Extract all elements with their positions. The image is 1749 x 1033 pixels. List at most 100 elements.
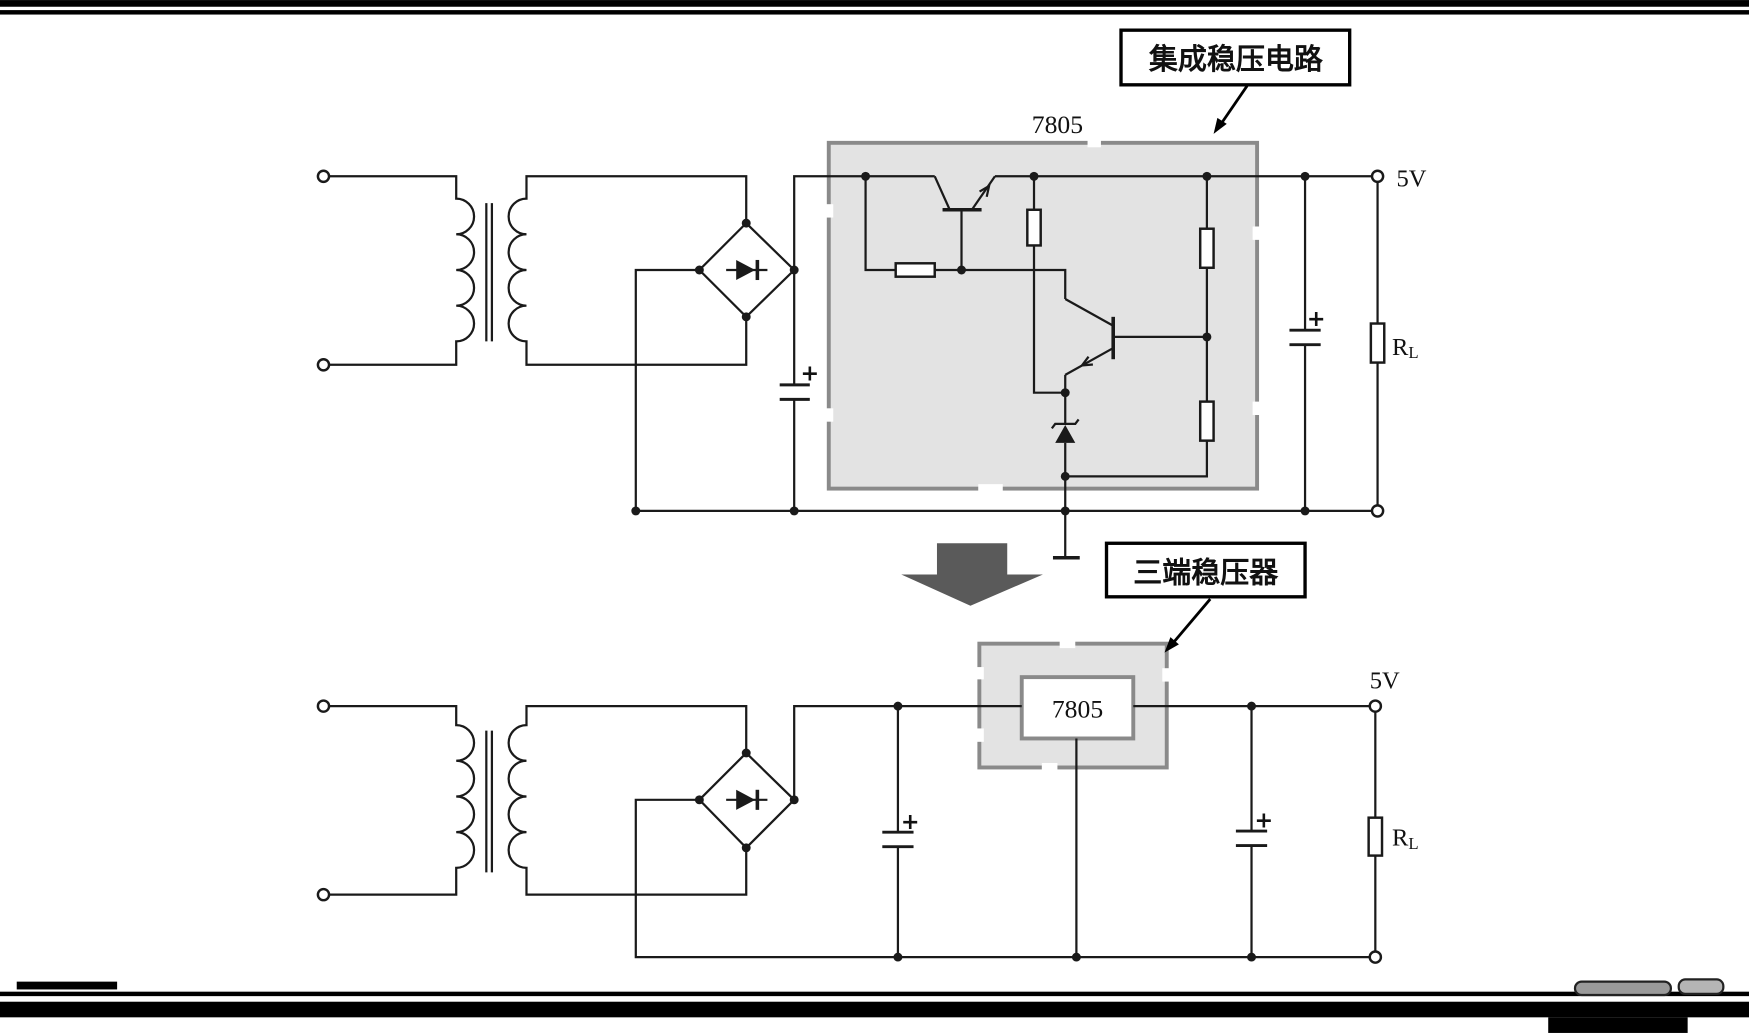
junction-dot: [1300, 506, 1310, 516]
output-voltage-label: 5V: [1397, 165, 1427, 192]
capacitor-polarity-mark: +: [901, 809, 920, 835]
output-voltage-label: 5V: [1370, 667, 1400, 694]
scan-artifact-left: [1573, 980, 1673, 997]
emitter-arrow-icon: [979, 183, 991, 198]
input-capacitor-top: +: [779, 360, 819, 401]
junction-dot: [789, 506, 799, 516]
load-resistor-label: RL: [1392, 334, 1419, 362]
top-border-thick: [0, 0, 1749, 7]
secondary-winding: [507, 705, 748, 896]
box-border-gap: [824, 204, 834, 218]
callout-three-terminal-regulator: 三端稳压器: [1104, 541, 1307, 653]
output-terminal: [1370, 504, 1385, 518]
top-circuit: 7805: [316, 28, 1427, 560]
scan-artifact-right: [1677, 978, 1725, 996]
load-resistor-top: RL: [1369, 322, 1419, 364]
resistor-load: [1369, 322, 1386, 364]
load-label-subscript: L: [1408, 343, 1418, 362]
junction-dot: [957, 265, 966, 275]
transistor-emitter: [971, 175, 996, 210]
wire-bridge-negative: [634, 268, 700, 511]
junction-dot: [1202, 171, 1212, 181]
junction-dot: [1029, 171, 1039, 181]
error-amplifier-transistor: [1064, 298, 1115, 376]
box-border-gap: [1087, 138, 1101, 148]
callout-label: 集成稳压电路: [1148, 42, 1324, 76]
down-arrow-icon: [901, 543, 1043, 606]
input-terminal: [316, 699, 331, 713]
junction-dot: [1060, 388, 1070, 398]
junction-dots-top: [631, 171, 1310, 516]
wiring-bottom: [634, 705, 1377, 959]
callout-box: [1119, 28, 1352, 87]
output-terminal: [1368, 950, 1383, 964]
transistor-emitter: [1064, 347, 1114, 376]
callout-pointer: [1172, 598, 1212, 644]
input-capacitor-bottom: +: [882, 809, 920, 849]
bottom-circuit: 7805 + +: [316, 541, 1419, 964]
box-border-gap: [1162, 668, 1172, 682]
input-terminal: [316, 357, 331, 372]
page-bottom-border: [0, 978, 1749, 1033]
output-capacitor-bottom: +: [1235, 808, 1273, 848]
output-terminal: [1370, 169, 1385, 184]
resistor-r4: [1198, 400, 1215, 442]
capacitor-polarity-mark: +: [1307, 306, 1326, 332]
junction-dot: [861, 171, 871, 181]
load-resistor-bottom: RL: [1367, 816, 1419, 857]
load-label-main: R: [1392, 334, 1409, 361]
box-border-gap: [1252, 401, 1262, 415]
junction-dot: [741, 748, 751, 758]
box-border-gap: [974, 667, 984, 680]
transformer-top: [316, 169, 748, 372]
pass-transistor: [933, 175, 996, 270]
diode-icon: [736, 789, 756, 810]
junction-dot: [741, 312, 751, 322]
wire-bridge-positive: [793, 175, 935, 270]
load-label-main: R: [1392, 825, 1409, 852]
box-border-gap: [824, 408, 834, 422]
box-border-gap: [978, 484, 1003, 494]
bridge-rectifier-top: [694, 218, 799, 322]
resistor-r3: [1198, 227, 1215, 269]
regulator-chip: [1019, 675, 1136, 741]
bottom-border-thin: [0, 991, 1749, 997]
input-terminal: [316, 169, 331, 184]
junction-dot: [1202, 332, 1212, 342]
page-top-border: [0, 0, 1749, 15]
wire-r2-bottom: [1032, 245, 1066, 394]
box-border-gap: [1252, 226, 1262, 240]
wire-bridge-positive: [793, 705, 1022, 800]
output-terminal: [1368, 699, 1383, 713]
junction-dots-bottom: [893, 701, 1256, 962]
resistor-load: [1367, 816, 1384, 857]
junction-dot: [1060, 506, 1070, 516]
primary-winding: [329, 705, 476, 896]
regulator-part-number: 7805: [1052, 694, 1103, 723]
bottom-border-thick: [0, 1001, 1749, 1018]
bottom-right-block: [1548, 1017, 1688, 1033]
ic-box-outline: [826, 140, 1260, 491]
primary-winding: [329, 175, 476, 366]
input-terminal: [316, 887, 331, 902]
diode-icon: [736, 259, 756, 281]
wire-bridge-negative: [634, 798, 1370, 959]
emitter-arrow-icon: [1079, 355, 1094, 367]
box-border-gap: [1041, 763, 1058, 772]
transistor-collector: [1064, 298, 1114, 327]
zener-diode: [1050, 418, 1080, 443]
callout-arrow-icon: [1213, 117, 1227, 134]
load-label-subscript: L: [1408, 834, 1418, 853]
bridge-rectifier-bottom: [694, 748, 799, 853]
resistor-r1: [894, 262, 936, 278]
secondary-winding: [507, 175, 748, 366]
callout-label: 三端稳压器: [1133, 555, 1279, 589]
junction-dot: [1071, 952, 1081, 962]
transformer-bottom: [316, 699, 748, 902]
junction-dot: [1247, 701, 1256, 711]
transistor-collector: [933, 175, 951, 210]
junction-dot: [741, 843, 751, 853]
callout-pointer: [1219, 85, 1249, 126]
junction-dot: [893, 952, 903, 962]
